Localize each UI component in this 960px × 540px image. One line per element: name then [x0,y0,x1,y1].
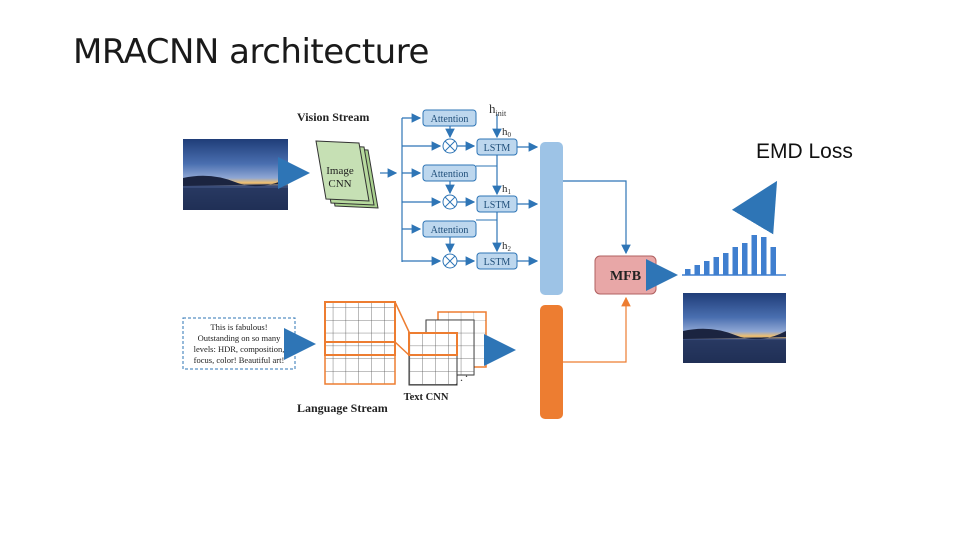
vision-feature-bar [540,142,563,295]
svg-text:Attention: Attention [431,169,469,180]
emd-loss-label: EMD Loss [756,140,853,163]
image-cnn-label-1: Image [326,165,354,177]
language-feature-bar [540,305,563,419]
svg-text:.: . [465,366,468,380]
svg-text:.: . [460,370,463,384]
histogram-bar-6 [732,247,738,275]
histogram-bar-7 [742,243,748,275]
h-init-label: hinit [489,101,507,118]
svg-text:LSTM: LSTM [484,257,511,268]
attention-lstm-row-0: Attention LSTM [402,109,518,156]
svg-text:focus, color! Beautiful art!: focus, color! Beautiful art! [194,355,285,365]
h2-label: h2 [502,240,512,253]
vision-stream-label: Vision Stream [297,110,369,124]
histogram-bar-4 [713,257,719,275]
h1-label: h1 [502,183,512,196]
histogram-bar-8 [751,235,757,275]
histogram-bar-5 [723,253,729,275]
slide-title: MRACNN architecture [73,32,429,72]
attention-lstm-row-2: Attention LSTM [402,220,518,270]
svg-text:LSTM: LSTM [484,143,511,154]
svg-text:Outstanding on so many: Outstanding on so many [198,333,282,343]
mfb-label: MFB [610,269,641,284]
svg-text:This is fabulous!: This is fabulous! [210,322,267,332]
text-cnn-maps: . . . [408,311,487,388]
svg-text:Attention: Attention [431,225,469,236]
svg-text:.: . [455,374,458,388]
h0-label: h0 [502,126,512,139]
svg-text:levels: HDR, composition,: levels: HDR, composition, [194,344,285,354]
input-photo [183,139,288,210]
embedding-grid [324,301,396,385]
histogram-bar-9 [761,237,767,275]
language-stream-label: Language Stream [297,401,388,415]
histogram-bar-1 [685,269,691,275]
histogram-bar-10 [770,247,776,275]
histogram-bar-2 [694,265,700,275]
attention-lstm-row-1: Attention LSTM [402,164,518,213]
score-histogram [685,235,776,275]
histogram-bar-3 [704,261,710,275]
text-cnn-label: Text CNN [404,392,449,403]
output-photo [683,293,786,363]
svg-text:LSTM: LSTM [484,200,511,211]
image-cnn-block: Image CNN [315,140,379,209]
svg-text:Attention: Attention [431,114,469,125]
review-text-box: This is fabulous! Outstanding on so many… [182,317,296,370]
image-cnn-label-2: CNN [328,178,351,190]
emd-loss-arrow [731,180,778,235]
